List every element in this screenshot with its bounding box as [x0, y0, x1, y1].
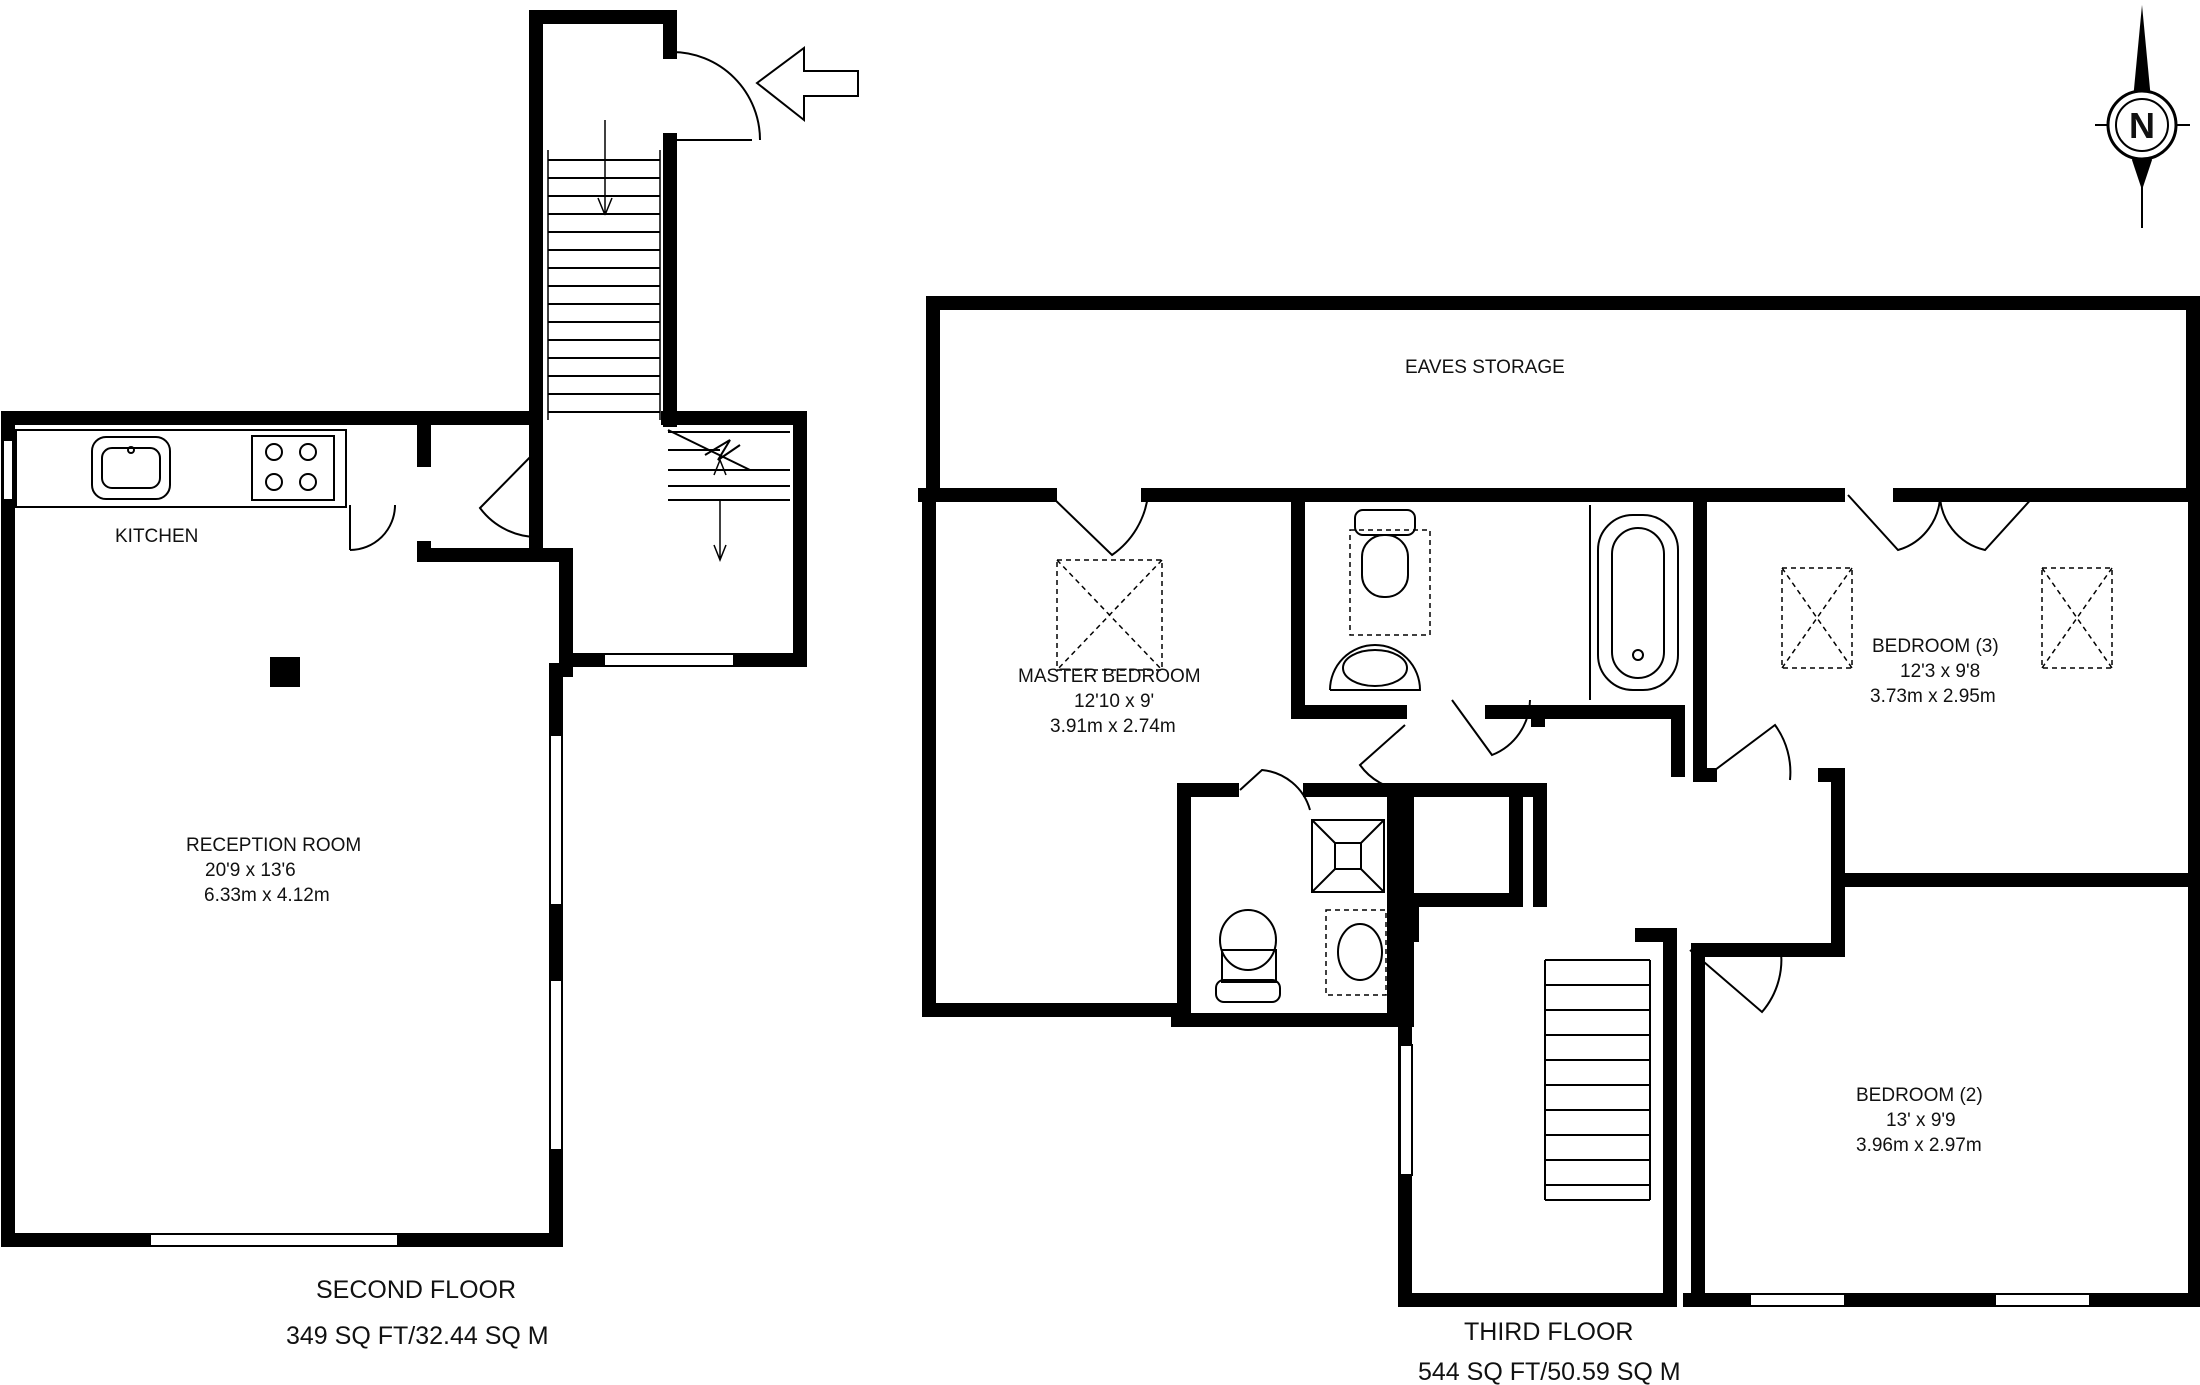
- ensuite-toilet-icon: [1215, 979, 1281, 1003]
- stair-window: [1399, 1044, 1413, 1176]
- bedroom-3-label: BEDROOM (3): [1872, 636, 1999, 657]
- sink-icon: [91, 436, 171, 500]
- compass-north-letter: N: [2129, 105, 2155, 146]
- reception-window-south: [149, 1233, 399, 1247]
- landing-door: [1358, 724, 1406, 791]
- kitchen-door: [349, 504, 396, 551]
- kitchen-window: [2, 439, 14, 501]
- winder-stairs: [667, 429, 790, 563]
- landing-walls: [1400, 783, 1677, 1307]
- toilet-icon: [1354, 509, 1416, 536]
- skylights: [1056, 559, 2113, 671]
- master-bedroom-metric: 3.91m x 2.74m: [1050, 716, 1176, 737]
- master-bathroom-wall: [1291, 488, 1707, 777]
- bath-icon: [1597, 514, 1679, 691]
- front-door: [671, 51, 761, 141]
- bedroom-3-double-door: [1847, 491, 2036, 552]
- second-floor-title: SECOND FLOOR: [316, 1276, 516, 1304]
- stair-direction-arrow: [597, 120, 613, 216]
- landing-window: [603, 653, 735, 667]
- reception-window-east-1: [549, 734, 563, 906]
- second-floor-outer-walls: [1, 411, 807, 1247]
- bedroom-2-window-2: [1994, 1293, 2091, 1307]
- ensuite-basin-icon: [1325, 909, 1387, 996]
- master-bedroom-label: MASTER BEDROOM: [1018, 666, 1201, 687]
- reception-room-metric: 6.33m x 4.12m: [204, 885, 330, 906]
- third-floor-title: THIRD FLOOR: [1464, 1318, 1633, 1346]
- ensuite-walls: [1177, 783, 1414, 1027]
- reception-window-east-2: [549, 979, 563, 1151]
- bedroom-2-metric: 3.96m x 2.97m: [1856, 1135, 1982, 1156]
- stair-tower-walls: [529, 10, 677, 427]
- chimney-pillar: [270, 657, 300, 687]
- second-floor-plan: KITCHEN RECEPTION ROOM 20'9 x 13'6 6.33m…: [1, 10, 859, 1350]
- bedroom-2-window-1: [1749, 1293, 1846, 1307]
- entrance-arrow-icon: [755, 46, 859, 123]
- hall-cupboard-door: [478, 446, 541, 539]
- bedroom-2-imperial: 13' x 9'9: [1886, 1110, 1956, 1131]
- kitchen-label: KITCHEN: [115, 526, 198, 547]
- bathroom-door: [1451, 699, 1531, 757]
- bedroom-2-label: BEDROOM (2): [1856, 1085, 1983, 1106]
- eaves-storage-label: EAVES STORAGE: [1405, 357, 1565, 378]
- master-bedroom-imperial: 12'10 x 9': [1074, 691, 1154, 712]
- reception-room-label: RECEPTION ROOM: [186, 835, 361, 856]
- hall-partition-wall: [417, 411, 573, 667]
- third-floor-outer-walls: [922, 483, 2200, 1307]
- bedroom-3-door: [1706, 723, 1792, 781]
- north-arrow-icon: N: [2095, 5, 2190, 228]
- bedroom-2-door: [1689, 944, 1783, 1014]
- third-floor-area: 544 SQ FT/50.59 SQ M: [1418, 1358, 1681, 1385]
- kitchen-worktop: [15, 429, 347, 508]
- reception-room-imperial: 20'9 x 13'6: [205, 860, 296, 881]
- stairs: [547, 120, 661, 420]
- bedroom-3-metric: 3.73m x 2.95m: [1870, 686, 1996, 707]
- hob-icon: [251, 435, 335, 501]
- third-floor-plan: EAVES STORAGE MASTER BEDROOM 12'10 x 9' …: [918, 296, 2200, 1385]
- bedroom-walls: [1691, 488, 2200, 1307]
- washbasin-icon: [1329, 644, 1422, 691]
- ensuite-door: [1239, 768, 1311, 811]
- bedroom-3-imperial: 12'3 x 9'8: [1900, 661, 1980, 682]
- master-bedroom-door: [1049, 494, 1149, 557]
- third-floor-stairs: [1544, 959, 1651, 1201]
- bathroom-fixtures: [1215, 509, 1679, 1003]
- second-floor-area: 349 SQ FT/32.44 SQ M: [286, 1322, 549, 1350]
- eaves-outer-walls: [926, 296, 2200, 497]
- shower-tray-icon: [1311, 819, 1385, 893]
